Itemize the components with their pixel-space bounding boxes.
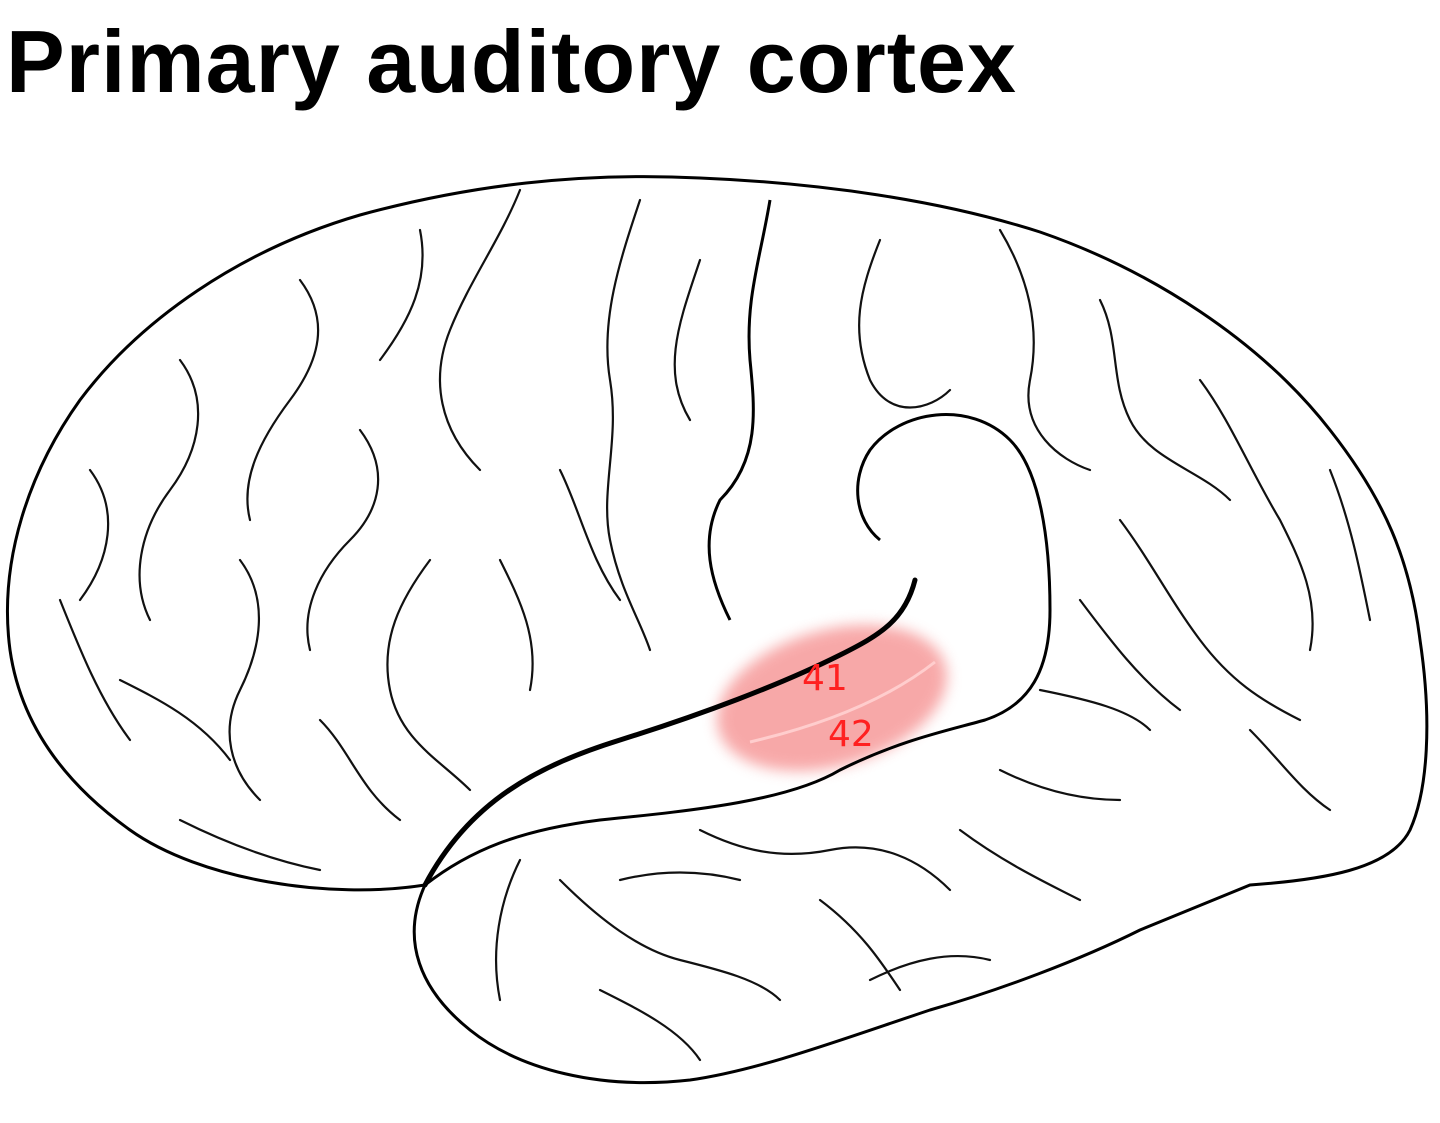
- diagram-title: Primary auditory cortex: [6, 12, 1017, 111]
- central-sulcus: [707, 199, 772, 621]
- area-boundary: [749, 660, 936, 744]
- brain-icon: [6, 175, 1429, 1085]
- area-41-label: 41: [802, 658, 848, 699]
- temporal-lobe-contour: [424, 413, 1052, 887]
- sulci-lines: [58, 188, 1372, 1062]
- lateral-fissure: [422, 577, 918, 888]
- area-42-label: 42: [828, 714, 874, 755]
